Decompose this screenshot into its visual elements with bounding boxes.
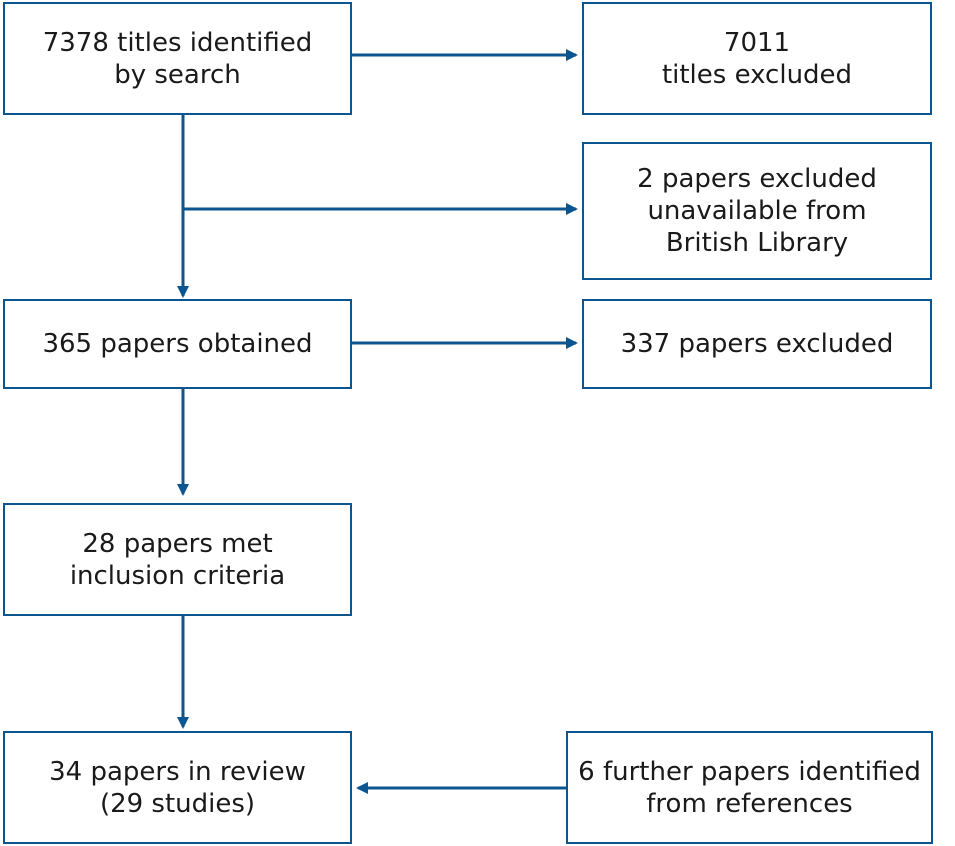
box-met-inclusion-criteria: 28 papers met inclusion criteria	[3, 503, 352, 616]
box-titles-identified: 7378 titles identified by search	[3, 2, 352, 115]
box-line: 2 papers excluded	[637, 164, 877, 194]
box-line: 28 papers met	[82, 528, 273, 559]
box-line: 337 papers excluded	[620, 329, 894, 359]
box-line: inclusion criteria	[69, 560, 286, 591]
box-line: from references	[646, 788, 853, 819]
box-line: 6 further papers identified	[578, 756, 921, 787]
box-line: British Library	[665, 228, 849, 258]
box-further-papers: 6 further papers identified from referen…	[566, 731, 933, 844]
box-papers-excluded: 337 papers excluded	[582, 299, 932, 389]
box-papers-in-review: 34 papers in review (29 studies)	[3, 731, 352, 844]
box-unavailable-excluded: 2 papers excluded unavailable from Briti…	[582, 142, 932, 280]
box-line: by search	[114, 59, 241, 90]
box-line: unavailable from	[647, 196, 867, 226]
box-line: titles excluded	[661, 59, 853, 90]
box-titles-excluded: 7011 titles excluded	[582, 2, 932, 115]
box-line: (29 studies)	[99, 788, 256, 819]
box-line: 365 papers obtained	[42, 329, 313, 359]
box-line: 7011	[723, 27, 791, 58]
box-line: 34 papers in review	[49, 756, 306, 787]
box-papers-obtained: 365 papers obtained	[3, 299, 352, 389]
box-line: 7378 titles identified	[42, 27, 313, 58]
